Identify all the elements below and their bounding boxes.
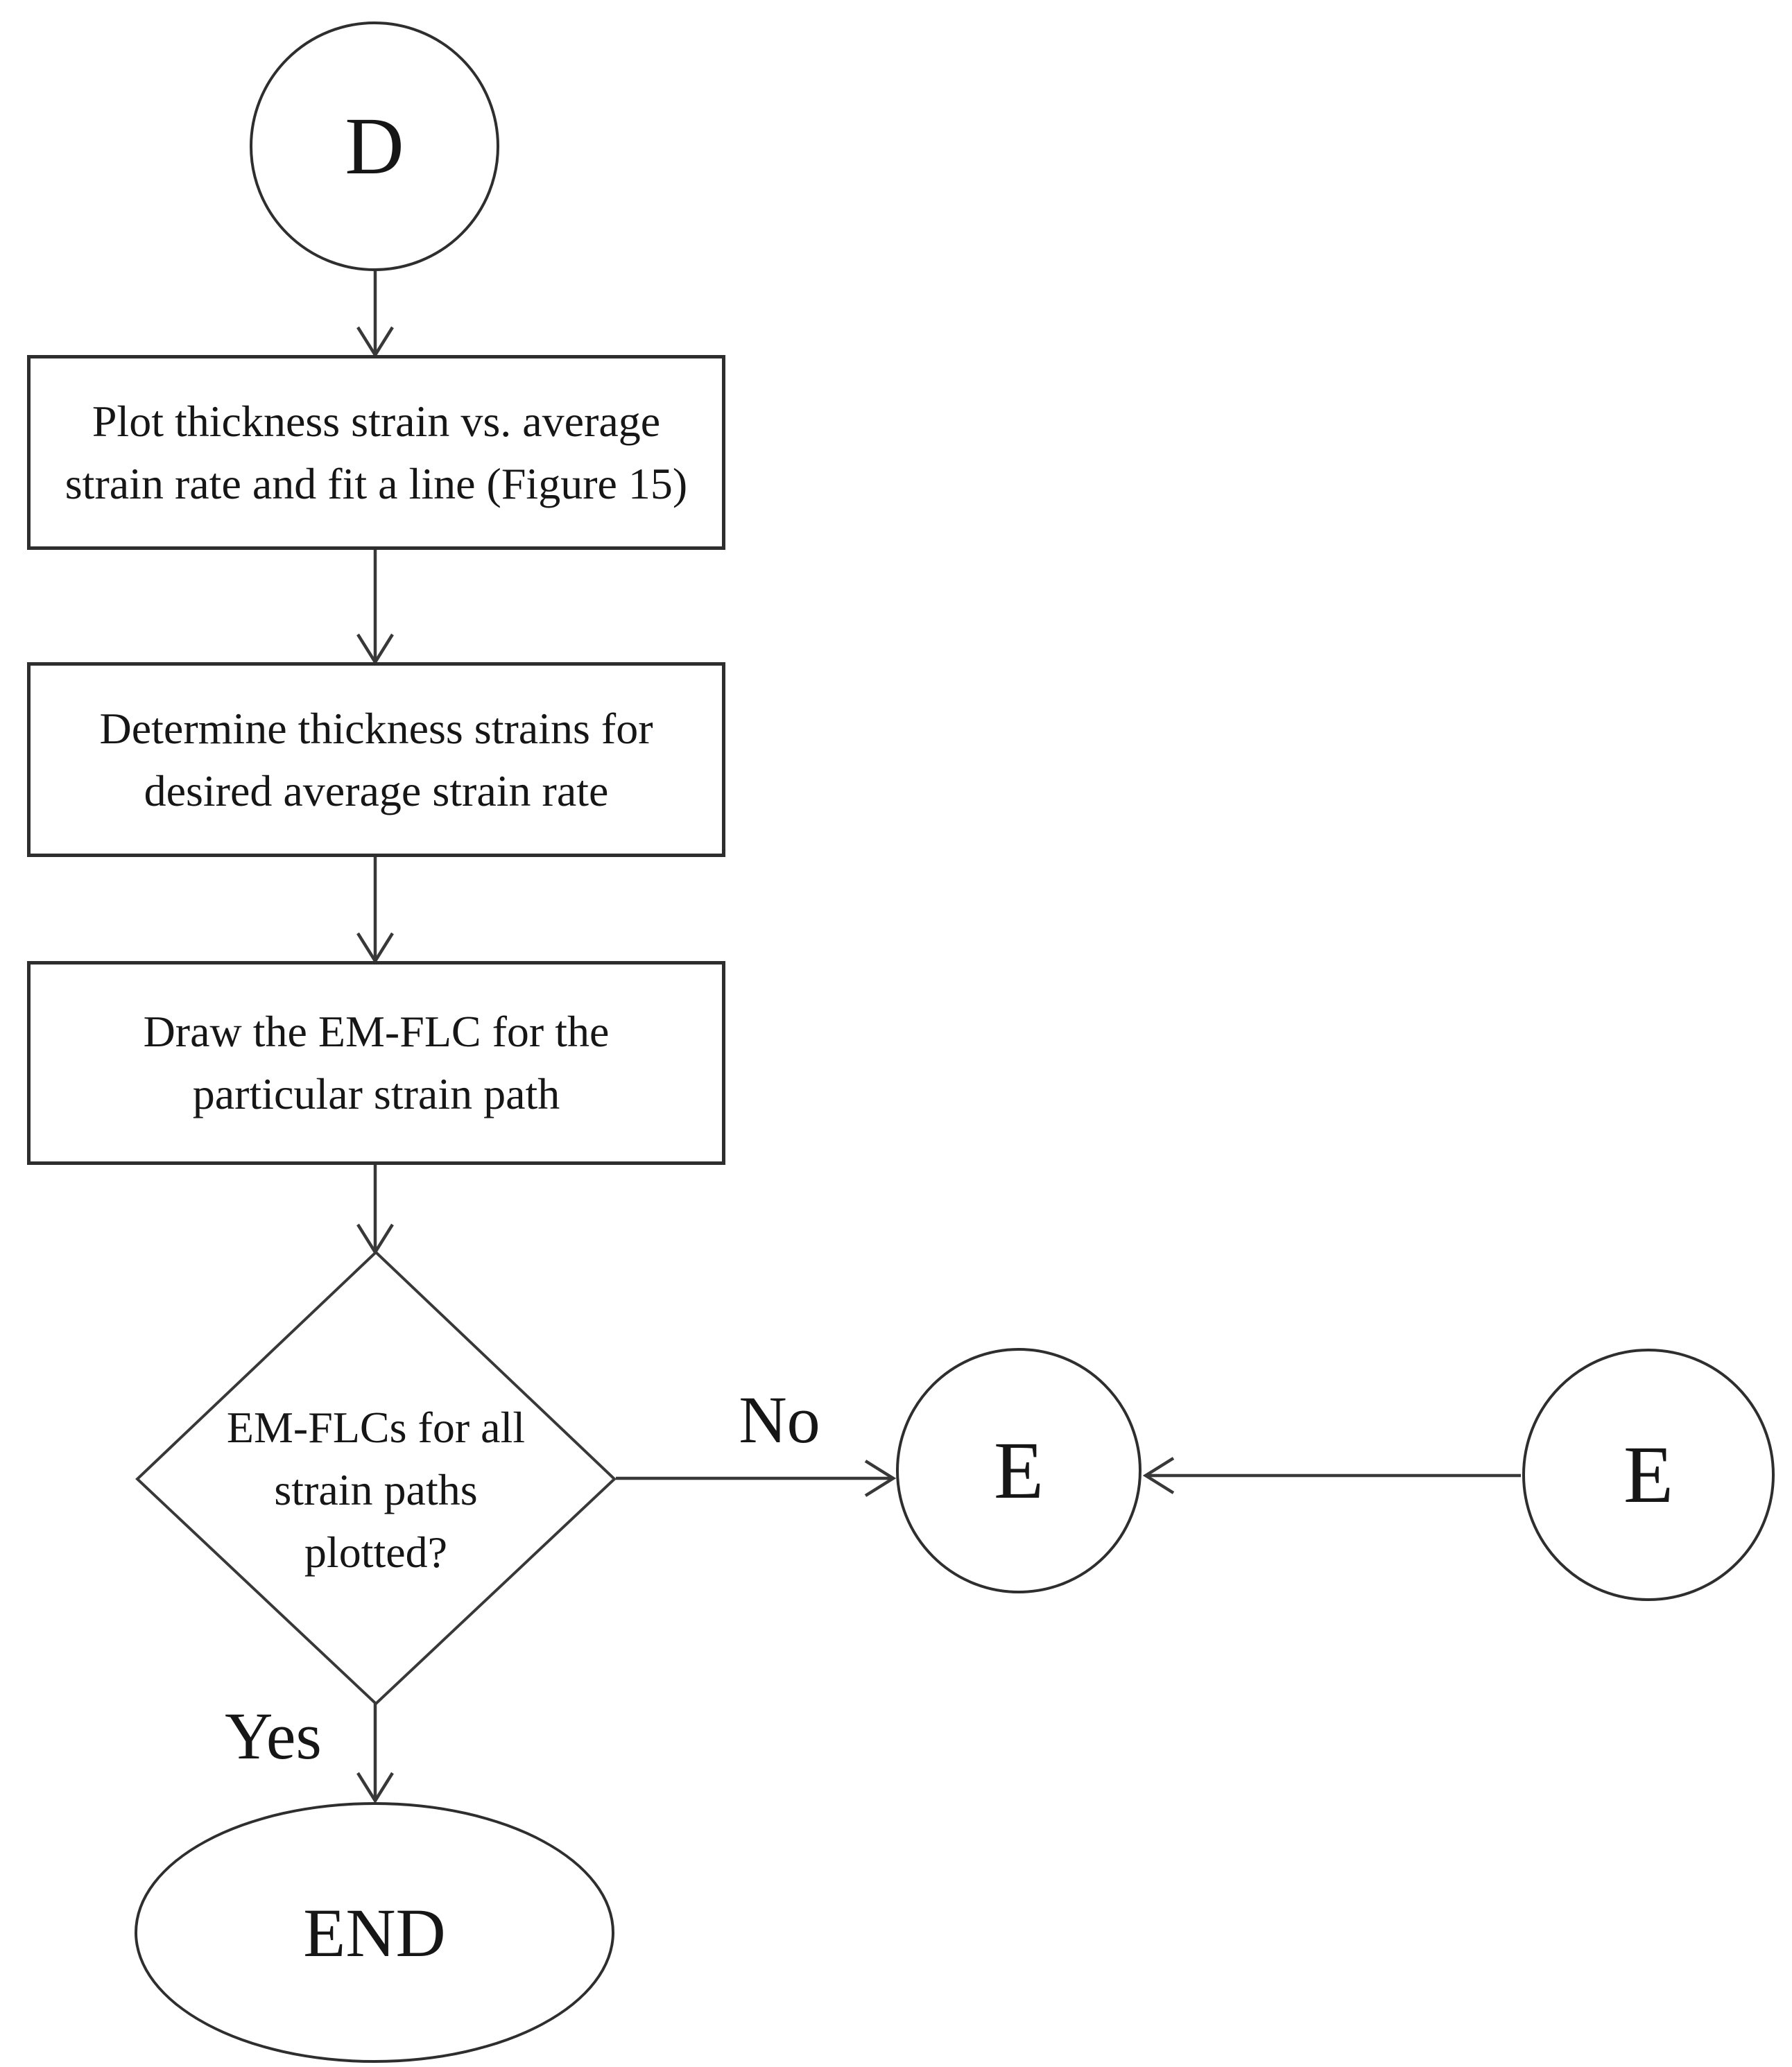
- process-text-line: desired average strain rate: [144, 766, 609, 815]
- connector-node-e-right: E: [1522, 1349, 1775, 1601]
- process-text-line: particular strain path: [192, 1069, 560, 1118]
- connector-e-label: E: [1623, 1429, 1674, 1520]
- edge-determine-to-draw: [356, 857, 394, 965]
- edge-plot-to-determine: [356, 550, 394, 666]
- decision-text-line: strain paths: [274, 1465, 478, 1514]
- process-text-line: Determine thickness strains for: [99, 703, 653, 753]
- process-draw-em-flc: Draw the EM-FLC for the particular strai…: [27, 961, 725, 1165]
- process-text-line: Draw the EM-FLC for the: [143, 1007, 610, 1056]
- decision-text-line: EM-FLCs for all: [226, 1403, 526, 1452]
- end-label: END: [303, 1894, 446, 1971]
- edge-decision-no-to-e: [616, 1460, 897, 1497]
- process-text-line: strain rate and fit a line (Figure 15): [64, 458, 688, 508]
- process-text-line: Plot thickness strain vs. average: [92, 396, 661, 446]
- decision-em-flcs-plotted: EM-FLCs for all strain paths plotted?: [137, 1396, 614, 1584]
- terminator-end: END: [135, 1802, 614, 2063]
- edge-label-yes: Yes: [225, 1699, 322, 1773]
- process-plot-thickness-strain: Plot thickness strain vs. average strain…: [27, 355, 725, 550]
- connector-node-e-mid: E: [896, 1348, 1141, 1593]
- edge-label-no: No: [739, 1383, 820, 1457]
- arrowhead-down-icon: [356, 1772, 394, 1804]
- connector-e-label: E: [993, 1425, 1044, 1516]
- edge-e-right-to-e-mid: [1142, 1457, 1521, 1494]
- process-determine-thickness-strains: Determine thickness strains for desired …: [27, 662, 725, 857]
- arrowhead-right-icon: [864, 1460, 897, 1497]
- edge-draw-to-decision: [356, 1165, 394, 1256]
- connector-d-label: D: [345, 101, 404, 191]
- decision-text-line: plotted?: [304, 1528, 448, 1577]
- edge-decision-yes-to-end: [356, 1704, 394, 1804]
- edge-d-to-plot: [356, 271, 394, 358]
- arrowhead-left-icon: [1142, 1457, 1175, 1494]
- connector-node-d: D: [250, 21, 499, 271]
